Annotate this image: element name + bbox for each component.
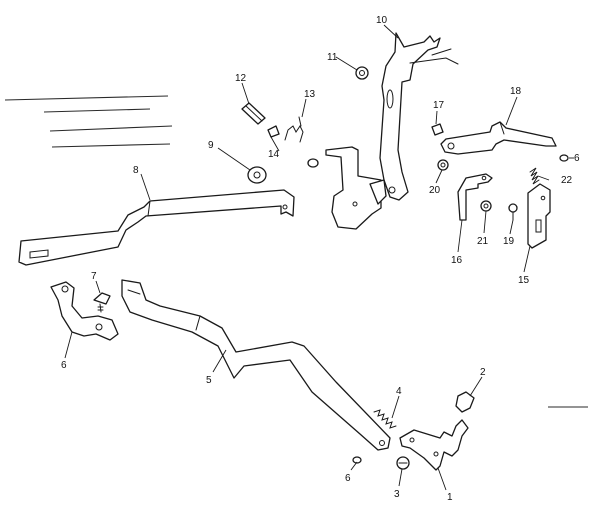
callout-21: 20 (429, 185, 441, 196)
part-2-block (455, 391, 475, 413)
callout-2: 2 (480, 367, 486, 378)
callout-17: 16 (451, 255, 463, 266)
part-19-lever (440, 121, 557, 155)
part-washer-near-15 (307, 158, 319, 168)
callout-4: 4 (396, 386, 402, 397)
callout-labels: 10 11 12 13 14 9 8 17 18 6 20 22 21 19 1… (61, 15, 580, 503)
scan-artifact-lines (4, 95, 588, 408)
callout-22: 21 (477, 236, 489, 247)
part-11-bracket-lever (325, 32, 459, 230)
leader-lines (64, 24, 574, 491)
callout-15: 14 (268, 149, 280, 160)
callout-3: 3 (394, 489, 400, 500)
callout-13: 12 (235, 73, 247, 84)
callout-9: 8 (133, 165, 139, 176)
callout-8: 7 (91, 271, 97, 282)
part-14-spring (284, 116, 304, 143)
part-16-plate (527, 183, 551, 249)
part-6-washer-right (559, 154, 569, 162)
callout-16: 15 (518, 275, 530, 286)
part-10-nut (247, 166, 267, 184)
part-17-bracket (457, 173, 493, 221)
callout-5: 5 (206, 375, 212, 386)
callout-6-right: 6 (574, 153, 580, 164)
callout-1: 1 (447, 492, 453, 503)
part-23-spring (529, 167, 540, 185)
part-5-cranked-lever (121, 279, 391, 451)
callout-23: 22 (561, 175, 573, 186)
part-20-screw (508, 203, 518, 221)
part-13-pin (241, 102, 266, 125)
callout-18: 17 (433, 100, 445, 111)
callout-10: 9 (208, 140, 214, 151)
callout-11: 10 (376, 15, 388, 26)
part-1-bracket (399, 419, 469, 471)
callout-7: 6 (61, 360, 67, 371)
callout-12: 11 (327, 52, 338, 63)
part-18-clip (431, 123, 444, 136)
part-7-bracket (50, 281, 119, 341)
part-15-clip (267, 125, 280, 138)
part-12-nut (355, 66, 369, 80)
callout-6-lower: 6 (345, 473, 351, 484)
part-3-screw (396, 456, 410, 470)
part-22-washer (480, 200, 492, 212)
part-4-spring (373, 409, 397, 429)
part-9-long-link (18, 189, 295, 266)
callout-14: 13 (304, 89, 316, 100)
part-21-nut (437, 159, 449, 171)
callout-19: 18 (510, 86, 522, 97)
part-6-washer-lower (352, 456, 362, 464)
callout-20: 19 (503, 236, 515, 247)
part-8-screw (93, 292, 111, 313)
